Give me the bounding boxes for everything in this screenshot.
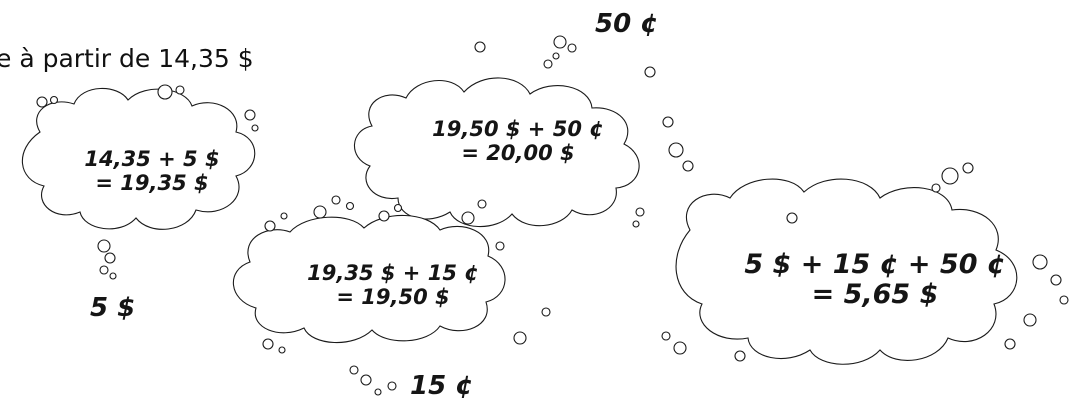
bubble-calc-1-line1: 14,35 + 5 $ bbox=[84, 147, 220, 171]
bubble-right bbox=[661, 162, 1069, 365]
bubble-calc-2: 19,50 $ + 50 ¢ = 20,00 $ bbox=[408, 117, 628, 165]
intro-text: e à partir de 14,35 $ bbox=[0, 44, 254, 73]
bubble-left bbox=[21, 84, 259, 280]
bubble-calc-3-line1: 19,35 $ + 15 ¢ bbox=[307, 261, 479, 285]
bubble-middle bbox=[232, 195, 551, 396]
bubble-top bbox=[353, 35, 694, 228]
fifty-cents-label: 50 ¢ bbox=[595, 9, 659, 39]
bubble-calc-2-line1: 19,50 $ + 50 ¢ bbox=[432, 117, 604, 141]
bubble-calc-3-line2: = 19,50 $ bbox=[336, 284, 450, 309]
bubble-calc-2-line2: = 20,00 $ bbox=[461, 140, 575, 165]
bubble-calc-4: 5 $ + 15 ¢ + 50 ¢ = 5,65 $ bbox=[725, 249, 1025, 311]
fifteen-cents-label: 15 ¢ bbox=[410, 371, 474, 401]
bubble-calc-3: 19,35 $ + 15 ¢ = 19,50 $ bbox=[288, 261, 498, 309]
five-dollars-label: 5 $ bbox=[90, 293, 136, 323]
bubble-calc-1-line2: = 19,35 $ bbox=[95, 170, 209, 195]
bubble-calc-4-line2: = 5,65 $ bbox=[811, 279, 939, 311]
bubble-calc-4-line1: 5 $ + 15 ¢ + 50 ¢ bbox=[744, 249, 1006, 280]
bubble-calc-1: 14,35 + 5 $ = 19,35 $ bbox=[62, 147, 242, 195]
